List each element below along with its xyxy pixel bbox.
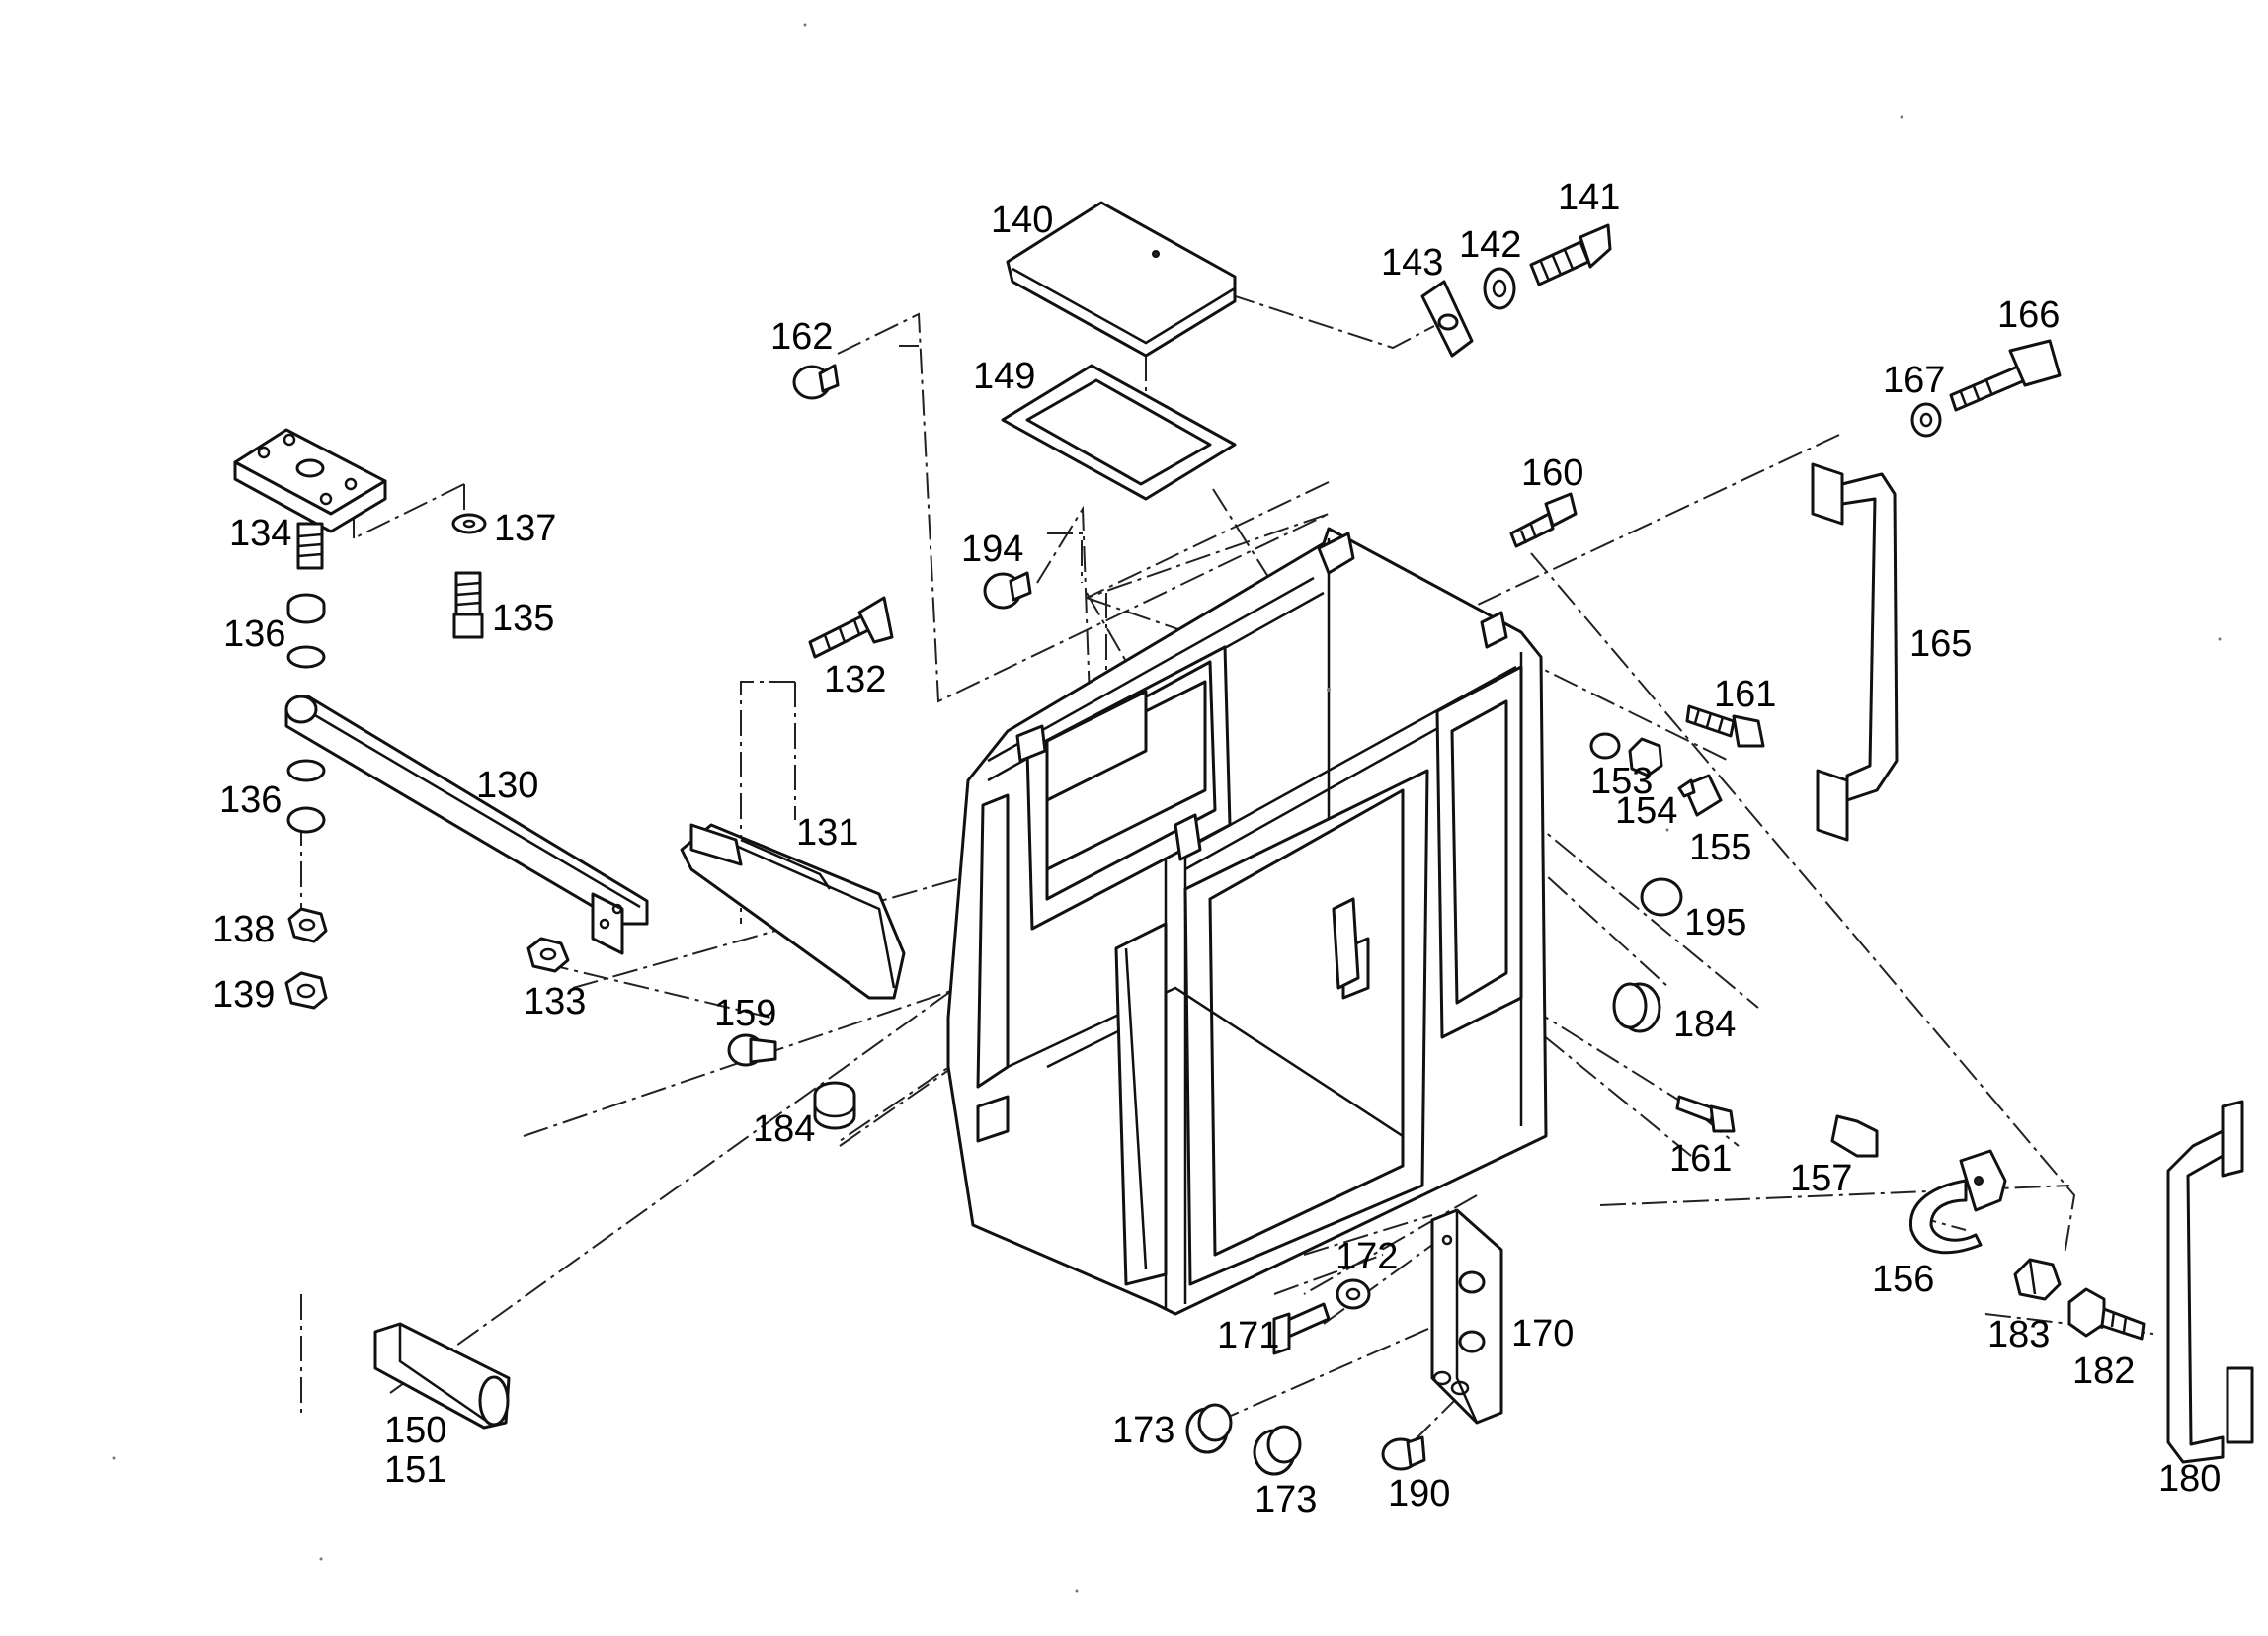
callout-134: 134 — [229, 513, 291, 554]
bushing-136-upper — [286, 593, 326, 669]
callout-183: 183 — [1987, 1314, 2050, 1355]
plug-190 — [1381, 1435, 1426, 1471]
callout-141: 141 — [1558, 177, 1620, 218]
washer-153 — [1589, 732, 1621, 760]
hook-156 — [1830, 1114, 2007, 1255]
callout-137: 137 — [494, 508, 556, 549]
knob-155 — [1677, 774, 1723, 817]
callout-173-a: 173 — [1112, 1410, 1174, 1451]
callout-167: 167 — [1883, 360, 1945, 401]
step-150-151 — [373, 1322, 511, 1430]
plug-195 — [1640, 877, 1683, 917]
callout-184-right: 184 — [1673, 1004, 1736, 1045]
bolt-166 — [1949, 339, 2062, 412]
callout-190: 190 — [1388, 1473, 1450, 1514]
washer-142 — [1483, 267, 1516, 310]
callout-139: 139 — [212, 974, 275, 1016]
washer-137 — [451, 513, 487, 534]
cab-frame — [946, 527, 1548, 1316]
nut-133 — [526, 937, 570, 973]
callout-136-upper: 136 — [223, 614, 285, 655]
callout-150: 150 — [384, 1410, 446, 1451]
plate-170 — [1430, 1208, 1503, 1425]
bolt-182 — [2067, 1287, 2146, 1341]
mirror-131 — [680, 823, 906, 1000]
callout-130: 130 — [476, 765, 538, 806]
callout-172: 172 — [1336, 1236, 1398, 1277]
roof-hatch-140 — [1006, 201, 1237, 358]
callout-194: 194 — [961, 529, 1023, 570]
callout-165: 165 — [1909, 623, 1972, 665]
screw-161-upper — [1685, 704, 1765, 748]
screw-161-lower — [1675, 1095, 1736, 1133]
callout-159: 159 — [714, 993, 776, 1034]
screw-171 — [1272, 1302, 1331, 1355]
washer-172 — [1336, 1278, 1371, 1310]
grommet-173-b — [1253, 1425, 1302, 1476]
callout-170: 170 — [1511, 1313, 1574, 1354]
screw-132 — [808, 596, 894, 659]
callout-labels: 140 141 142 143 162 149 166 167 160 194 … — [212, 177, 2221, 1520]
callout-142: 142 — [1459, 224, 1521, 266]
callout-140: 140 — [991, 200, 1053, 241]
screw-135 — [452, 571, 484, 639]
callout-160: 160 — [1521, 452, 1583, 494]
callout-138: 138 — [212, 909, 275, 950]
callout-166: 166 — [1997, 294, 2060, 336]
screw-160 — [1509, 492, 1578, 548]
callout-171: 171 — [1217, 1315, 1279, 1356]
callout-131: 131 — [796, 812, 858, 854]
nut-183 — [2013, 1258, 2062, 1301]
callout-173-b: 173 — [1255, 1479, 1317, 1520]
callout-182: 182 — [2072, 1350, 2135, 1392]
grommet-184-right — [1612, 982, 1661, 1033]
plug-162 — [792, 364, 840, 400]
callout-180: 180 — [2158, 1458, 2221, 1500]
bushing-136-lower — [286, 759, 326, 834]
plug-159 — [727, 1033, 777, 1067]
callout-157: 157 — [1790, 1158, 1852, 1199]
nut-139 — [284, 971, 328, 1010]
callout-184-left: 184 — [753, 1108, 815, 1150]
handle-165 — [1811, 462, 1899, 842]
callout-156: 156 — [1872, 1259, 1934, 1300]
callout-132: 132 — [824, 659, 886, 700]
arm-130 — [284, 695, 649, 955]
callout-155: 155 — [1689, 827, 1751, 868]
callout-135: 135 — [492, 598, 554, 639]
callout-136-lower: 136 — [219, 779, 282, 821]
grommet-173-a — [1185, 1403, 1233, 1454]
callout-143: 143 — [1381, 242, 1443, 284]
hatch-seal-149 — [1001, 364, 1237, 501]
nut-154 — [1628, 737, 1663, 777]
mount-plate-134 — [233, 428, 387, 570]
callout-195: 195 — [1684, 902, 1746, 943]
handle-180 — [2166, 1100, 2254, 1464]
washer-167 — [1910, 402, 1942, 438]
callout-154: 154 — [1615, 790, 1677, 832]
washer-143 — [1420, 280, 1474, 358]
callout-161-upper: 161 — [1714, 674, 1776, 715]
callout-133: 133 — [524, 981, 586, 1022]
callout-149: 149 — [973, 356, 1035, 397]
nut-138 — [287, 907, 328, 943]
grommet-184-left — [813, 1081, 856, 1130]
screw-141 — [1529, 223, 1612, 286]
callout-162: 162 — [770, 316, 833, 358]
callout-161-lower: 161 — [1669, 1138, 1732, 1180]
callout-151: 151 — [384, 1449, 446, 1491]
plug-194 — [983, 571, 1032, 610]
callout-153: 153 — [1590, 761, 1653, 802]
paper-specks — [112, 23, 2222, 1593]
